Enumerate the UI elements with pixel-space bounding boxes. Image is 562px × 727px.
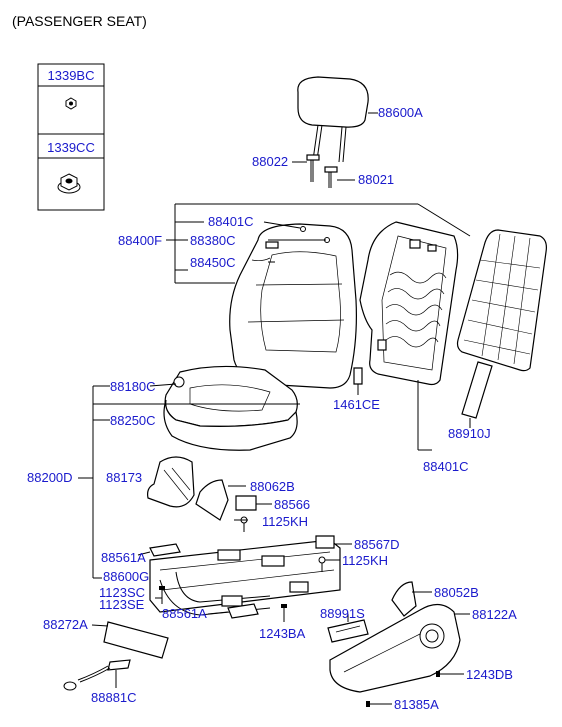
track-rail-lower [207,603,259,619]
side-bracket [391,581,432,617]
clip-1461ce [353,367,363,395]
label-1123se: 1123SE [99,597,145,612]
label-88272a: 88272A [43,617,88,632]
label-88380c: 88380C [190,233,236,248]
screw-1243db [436,671,464,677]
label-88401c-lower: 88401C [423,459,469,474]
screw-81385a [366,701,392,707]
back-leader-lines [166,203,471,451]
label-88600g: 88600G [103,569,149,584]
bracket-88062b [195,479,246,521]
seat-cushion [163,365,298,451]
inner-shield [147,456,195,508]
label-88600a: 88600A [378,105,423,120]
label-88021: 88021 [358,172,394,187]
garnish-88272a [91,621,169,659]
label-88250c: 88250C [110,413,156,428]
diagram-title: (PASSENGER SEAT) [12,13,147,29]
label-88910j: 88910J [448,426,491,441]
label-1461ce: 1461CE [333,397,380,412]
label-88566: 88566 [274,497,310,512]
label-1125kh-upper: 1125KH [262,514,308,529]
screw-1243ba [281,604,287,622]
hook-88567d [315,535,352,572]
legend-table: 1339BC 1339CC [37,63,105,211]
label-88401c-upper: 88401C [208,214,254,229]
label-88200d: 88200D [27,470,73,485]
legend-code-1339bc: 1339BC [48,68,95,83]
label-88052b: 88052B [434,585,479,600]
label-88022: 88022 [252,154,288,169]
label-88561a-lower: 88561A [162,606,207,621]
label-88561a-upper: 88561A [101,550,146,565]
wire-harness [63,659,131,691]
label-88062b: 88062B [250,479,295,494]
legend-code-1339cc: 1339CC [47,140,95,155]
board-strip [461,361,493,428]
label-88450c: 88450C [190,255,236,270]
label-88567d: 88567D [354,537,400,552]
small-nut-icon [65,97,77,110]
seatback-frame [359,221,459,386]
label-81385a: 81385A [394,697,439,712]
label-88400f: 88400F [118,233,162,248]
label-1123sc: 1123SC [99,585,145,600]
label-1243ba: 1243BA [259,626,306,641]
label-88881c: 88881C [91,690,137,705]
cushion-leader-lines [78,383,300,579]
headrest [297,76,378,163]
switch-88991s [327,614,369,643]
back-board [456,229,547,372]
headrest-guides [292,154,355,188]
label-88991s: 88991S [320,606,365,621]
screw-1123 [155,586,165,604]
seatback-cushion [229,223,357,389]
label-1125kh-right: 1125KH [342,553,388,568]
side-shield [329,603,470,693]
label-88122a: 88122A [472,607,517,622]
label-1243db: 1243DB [466,667,513,682]
hook-88566 [234,495,272,532]
label-88173: 88173 [106,470,142,485]
track-rail-upper [137,543,181,557]
flange-nut-icon [57,173,81,194]
label-88180c: 88180C [110,379,156,394]
